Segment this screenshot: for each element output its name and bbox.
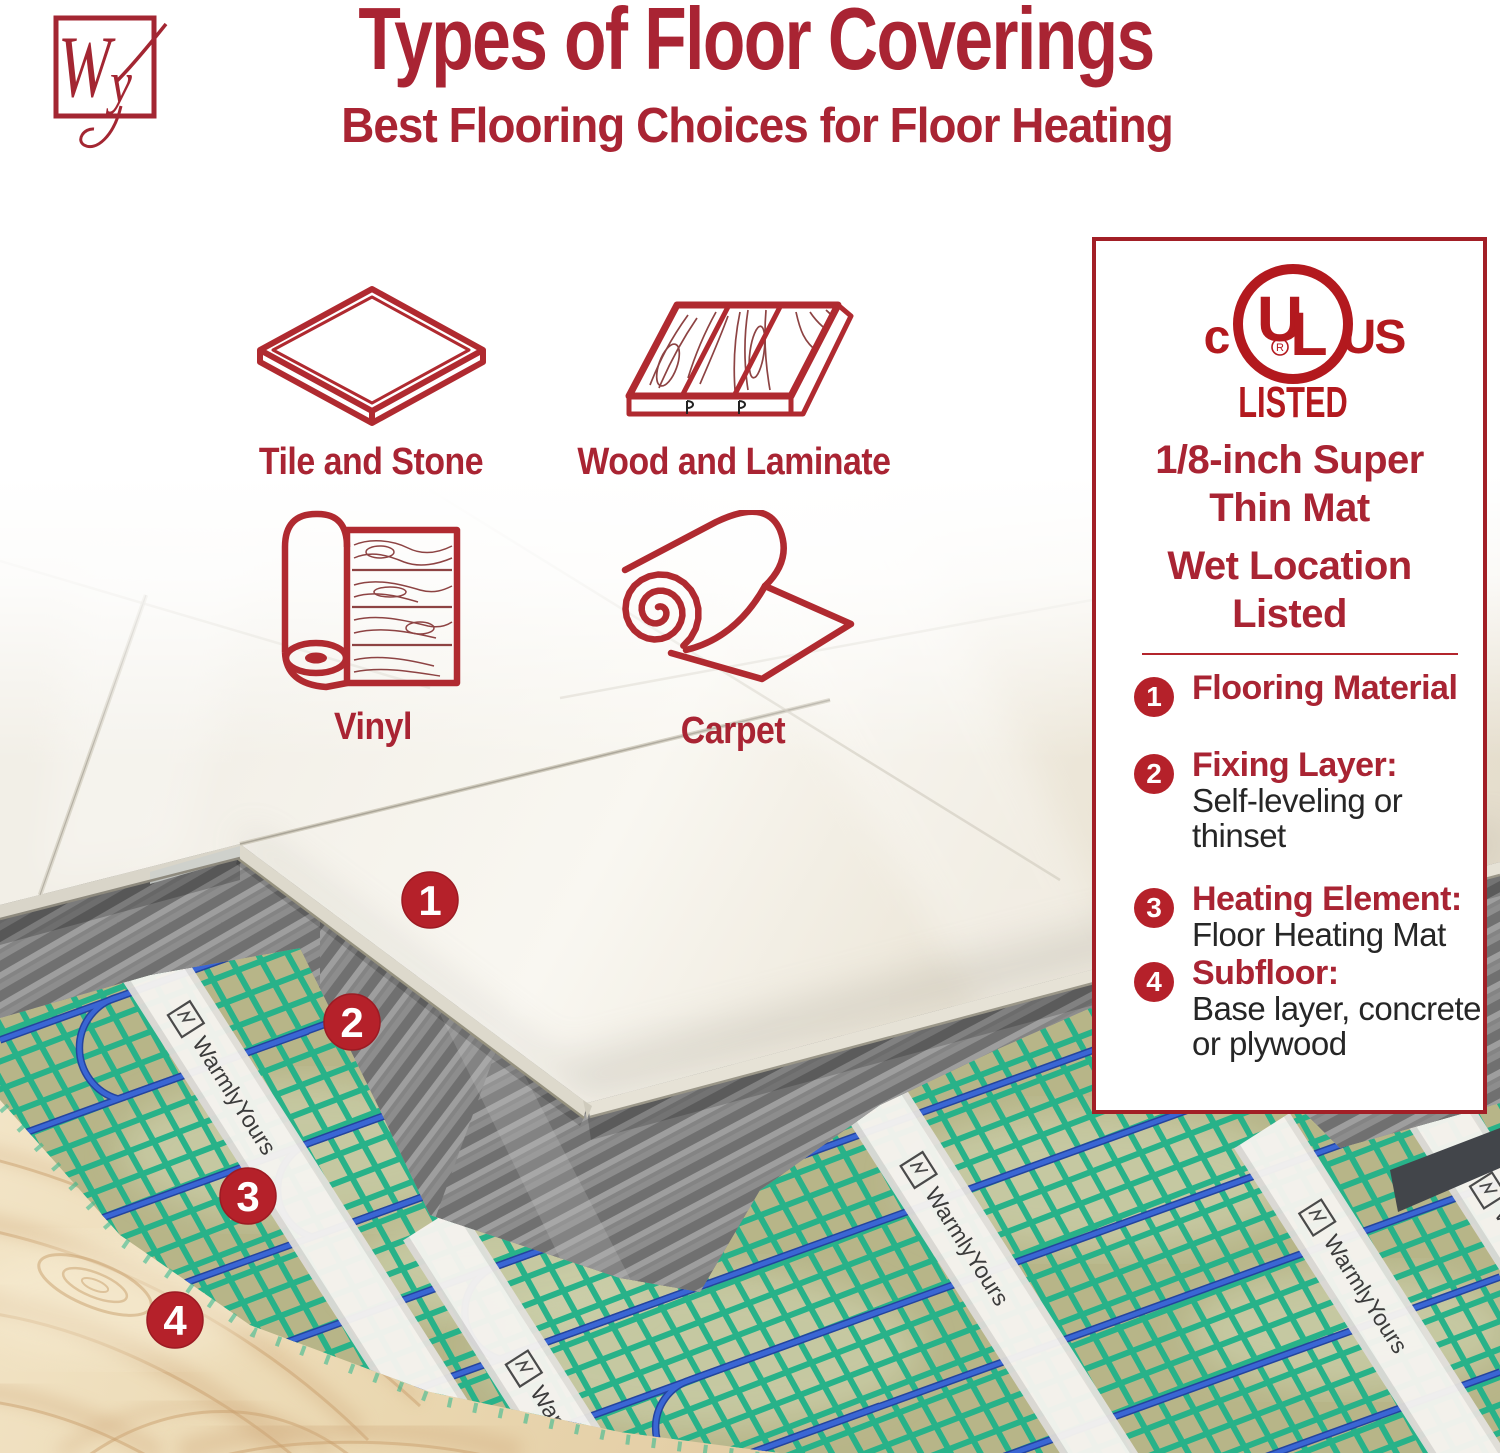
svg-text:L: L [1290, 300, 1327, 368]
svg-text:2: 2 [340, 999, 363, 1046]
svg-text:y: y [105, 50, 132, 115]
svg-text:R: R [1276, 342, 1284, 354]
svg-text:U: U [1257, 283, 1303, 355]
svg-text:1: 1 [418, 877, 441, 924]
svg-text:4: 4 [163, 1297, 187, 1344]
svg-text:LISTED: LISTED [1238, 379, 1347, 428]
svg-text:US: US [1342, 311, 1406, 364]
svg-text:c: c [1204, 311, 1231, 364]
svg-text:W: W [58, 18, 116, 116]
svg-text:3: 3 [236, 1173, 259, 1220]
